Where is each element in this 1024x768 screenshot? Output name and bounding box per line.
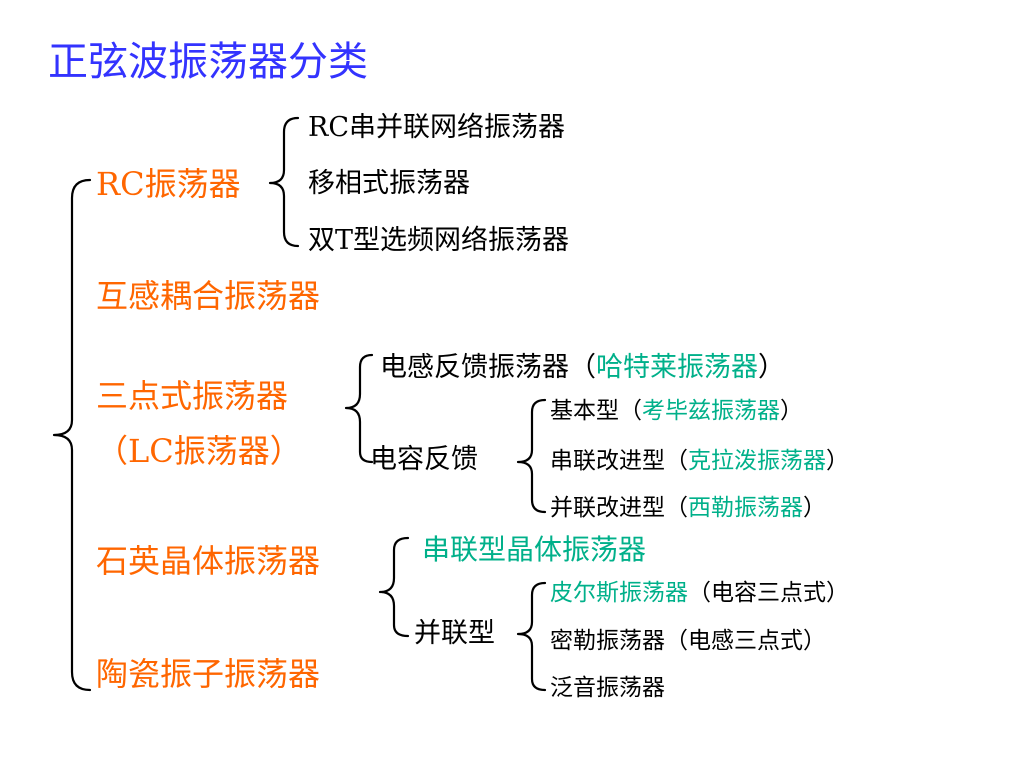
parallel-child: 密勒振荡器（电感三点式） bbox=[550, 628, 826, 654]
seiler-oscillator: 西勒振荡器 bbox=[688, 495, 803, 521]
quartz-brace bbox=[378, 536, 410, 638]
page-title: 正弦波振荡器分类 bbox=[48, 39, 368, 85]
capacitive-child: 基本型（考毕兹振荡器） bbox=[550, 398, 803, 424]
capacitive-feedback: 电容反馈 bbox=[370, 444, 478, 475]
hartley-oscillator: 哈特莱振荡器 bbox=[596, 352, 758, 383]
capacitive-child: 串联改进型（克拉泼振荡器） bbox=[550, 448, 849, 474]
series-crystal-oscillator: 串联型晶体振荡器 bbox=[422, 533, 647, 566]
colpitts-oscillator: 考毕兹振荡器 bbox=[642, 398, 780, 424]
quartz-oscillator: 石英晶体振荡器 bbox=[96, 542, 321, 580]
capacitive-child: 并联改进型（西勒振荡器） bbox=[550, 495, 826, 521]
rc-child: RC串并联网络振荡器 bbox=[308, 112, 565, 143]
rc-child: 移相式振荡器 bbox=[308, 168, 470, 199]
three-point-brace bbox=[344, 353, 374, 464]
capacitive-brace bbox=[516, 398, 547, 514]
parallel-child: 泛音振荡器 bbox=[550, 677, 665, 700]
inductive-feedback-oscillator: 电感反馈振荡器（哈特莱振荡器） bbox=[380, 352, 785, 383]
parallel-brace bbox=[516, 581, 547, 692]
three-point-oscillator: 三点式振荡器 bbox=[96, 377, 289, 415]
pierce-oscillator: 皮尔斯振荡器 bbox=[550, 580, 688, 606]
rc-brace bbox=[268, 116, 300, 248]
miller-oscillator: 密勒振荡器 bbox=[550, 628, 665, 654]
parallel-type: 并联型 bbox=[414, 618, 495, 649]
clapp-oscillator: 克拉泼振荡器 bbox=[688, 448, 826, 474]
lc-oscillator-note: （LC振荡器） bbox=[96, 432, 302, 470]
ceramic-oscillator: 陶瓷振子振荡器 bbox=[96, 655, 321, 693]
parallel-child: 皮尔斯振荡器（电容三点式） bbox=[550, 580, 849, 606]
main-brace bbox=[52, 178, 92, 692]
rc-oscillator: RC振荡器 bbox=[96, 165, 241, 203]
rc-child: 双T型选频网络振荡器 bbox=[308, 225, 570, 256]
overtone-oscillator: 泛音振荡器 bbox=[550, 675, 665, 701]
mutual-coupling-oscillator: 互感耦合振荡器 bbox=[96, 277, 321, 315]
